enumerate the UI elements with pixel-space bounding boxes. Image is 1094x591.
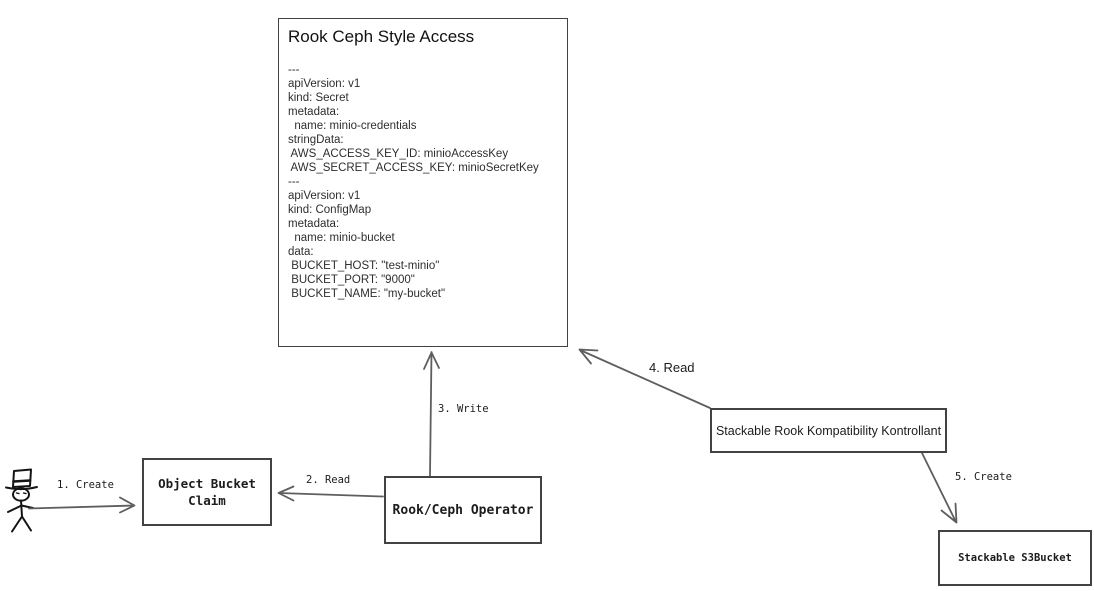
- edge-label-write-access: 3. Write: [438, 403, 489, 415]
- edge-label-read-access: 4. Read: [649, 360, 695, 375]
- edge-label-read-claim: 2. Read: [306, 474, 351, 486]
- edge-create-s3bucket: [921, 452, 958, 524]
- node-stackable-s3bucket: Stackable S3Bucket: [938, 530, 1092, 586]
- edge-label-create-s3bucket: 5. Create: [955, 471, 1012, 483]
- edge-create-claim: [28, 496, 136, 514]
- node-rook-ceph-operator: Rook/Ceph Operator: [384, 476, 542, 544]
- node-stackable-rook-kontrollant: Stackable Rook Kompatibility Kontrollant: [710, 408, 947, 453]
- edge-label-create-claim: 1. Create: [57, 479, 114, 491]
- node-object-bucket-claim: Object Bucket Claim: [142, 458, 272, 526]
- yaml-box-title: Rook Ceph Style Access: [288, 27, 475, 46]
- node-rook-ceph-style-access: Rook Ceph Style Access --- apiVersion: v…: [278, 18, 568, 347]
- edge-write-access: [423, 351, 440, 477]
- edge-read-claim: [277, 485, 384, 502]
- edge-read-access: [578, 348, 711, 409]
- yaml-manifest-text: --- apiVersion: v1 kind: Secret metadata…: [288, 64, 539, 300]
- stick-figure-top-hat-icon: [5, 468, 38, 533]
